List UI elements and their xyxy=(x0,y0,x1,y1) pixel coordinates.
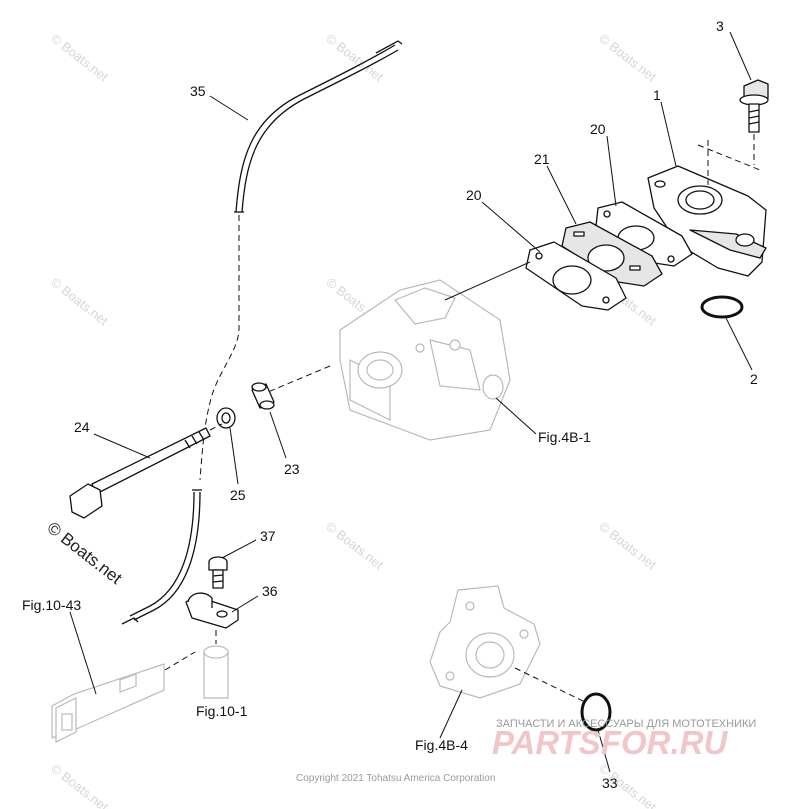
callout-20-upper: 20 xyxy=(590,121,606,137)
watermark: © Boats.net xyxy=(596,31,659,85)
part-20-gasket-lower xyxy=(525,241,627,311)
callout-1: 1 xyxy=(653,87,661,103)
callout-3: 3 xyxy=(716,18,724,34)
leader-lines xyxy=(69,31,753,773)
callout-labels: 3 1 20 21 20 2 35 23 25 24 37 36 33 xyxy=(74,18,758,791)
watermark-main: © Boats.net xyxy=(44,518,126,588)
watermark: © Boats.net xyxy=(48,275,111,329)
watermark: © Boats.net xyxy=(323,31,386,85)
part-35-cable xyxy=(199,40,403,481)
watermark: © Boats.net xyxy=(48,31,111,85)
carburetor-reference xyxy=(267,261,531,441)
fig10-1-reference xyxy=(203,630,229,699)
watermark: © Boats.net xyxy=(596,519,659,573)
callout-35: 35 xyxy=(190,83,206,99)
callout-21: 21 xyxy=(534,151,550,167)
watermark: © Boats.net xyxy=(323,519,386,573)
promo-caption: ЗАПЧАСТИ И АКСЕССУАРЫ ДЛЯ МОТОТЕХНИКИ xyxy=(496,718,756,730)
part-2-o-ring xyxy=(700,295,744,319)
watermark: © Boats.net xyxy=(48,761,111,809)
part-24-bolt xyxy=(69,423,223,519)
fig-ref-10-43: Fig.10-43 xyxy=(22,597,81,613)
callout-23: 23 xyxy=(284,461,300,477)
part-23-collar xyxy=(251,382,275,410)
callout-25: 25 xyxy=(230,487,246,503)
part-37-screw xyxy=(208,556,228,589)
fig4b4-reference xyxy=(429,585,586,703)
fig-ref-4b-1: Fig.4B-1 xyxy=(538,429,591,445)
copyright-notice: Copyright 2021 Tohatsu America Corporati… xyxy=(296,773,495,784)
fig-ref-10-1: Fig.10-1 xyxy=(196,703,248,719)
promo-brand: PARTSFOR.RU xyxy=(492,724,728,761)
fig-ref-4b-4: Fig.4B-4 xyxy=(415,737,468,753)
part-21-insulator xyxy=(561,221,663,287)
callout-36: 36 xyxy=(262,583,278,599)
part-33-o-ring xyxy=(580,692,612,732)
callout-24: 24 xyxy=(74,419,90,435)
fig10-43-reference xyxy=(51,651,196,743)
callout-2: 2 xyxy=(750,371,758,387)
callout-20-lower: 20 xyxy=(466,187,482,203)
part-36-clamp xyxy=(185,592,239,629)
part-25-washer xyxy=(216,407,236,429)
part-1-manifold xyxy=(647,140,767,277)
callout-37: 37 xyxy=(260,528,276,544)
part-3-bolt xyxy=(739,79,769,165)
figure-references: Fig.4B-1 Fig.10-43 Fig.10-1 Fig.4B-4 xyxy=(22,429,591,753)
part-35-cable-lower xyxy=(121,489,202,625)
callout-33: 33 xyxy=(602,775,618,791)
